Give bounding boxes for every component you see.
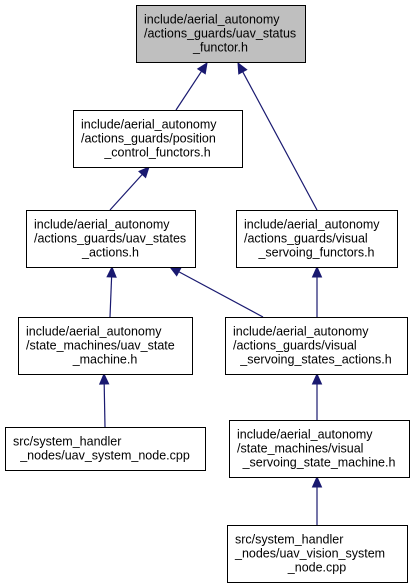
node-label-line: _control_functors.h	[103, 146, 210, 160]
nodes-layer: include/aerial_autonomy/actions_guards/u…	[5, 5, 410, 583]
arrowhead	[237, 61, 248, 75]
node-label-line: src/system_handler	[13, 435, 121, 449]
node-label-line: _servoing_state_machine.h	[242, 456, 396, 470]
node-visual-servoing-states-actions[interactable]: include/aerial_autonomy/actions_guards/v…	[225, 317, 408, 375]
node-label-line: _nodes/uav_vision_system	[234, 547, 385, 561]
edge-visual_servoing_states_actions-to-uav_states_actions	[168, 266, 264, 318]
edge-uav_vision_system_node-to-visual_servoing_state_machine	[311, 475, 323, 525]
edge-line	[178, 271, 264, 318]
node-box	[236, 210, 398, 268]
node-label-line: /state_machines/visual	[237, 442, 363, 456]
node-label-line: _node.cpp	[287, 561, 346, 575]
node-label-line: include/aerial_autonomy	[26, 325, 162, 339]
node-box	[5, 427, 206, 471]
node-box	[136, 5, 306, 63]
arrowhead	[311, 372, 323, 385]
edge-line	[109, 174, 143, 211]
node-uav-state-machine[interactable]: include/aerial_autonomy/state_machines/u…	[18, 317, 193, 375]
node-label-line: src/system_handler	[235, 533, 343, 547]
node-label-line: /actions_guards/visual	[233, 339, 357, 353]
edge-line	[103, 383, 106, 428]
node-label-line: include/aerial_autonomy	[237, 428, 373, 442]
arrowhead	[196, 61, 208, 75]
node-label-line: include/aerial_autonomy	[81, 118, 217, 132]
node-box	[18, 317, 193, 375]
node-uav-system-node[interactable]: src/system_handler_nodes/uav_system_node…	[5, 427, 206, 471]
edge-uav_system_node-to-uav_state_machine	[98, 372, 110, 428]
edge-line	[242, 71, 318, 211]
arrowhead	[311, 475, 323, 488]
arrowhead	[168, 266, 182, 277]
edge-position_control_functors-to-uav_status_functor	[175, 61, 208, 111]
arrowhead	[98, 372, 110, 385]
arrowhead	[106, 265, 117, 278]
node-label-line: /actions_guards/visual	[244, 232, 368, 246]
edge-line	[175, 71, 202, 111]
edge-visual_servoing_functors-to-uav_status_functor	[237, 61, 318, 211]
node-label-line: _servoing_states_actions.h	[239, 353, 392, 367]
node-label-line: /actions_guards/uav_states	[34, 232, 186, 246]
node-box	[227, 525, 408, 583]
node-box	[225, 317, 408, 375]
edge-uav_state_machine-to-uav_states_actions	[106, 265, 117, 318]
edge-line	[109, 276, 113, 318]
node-uav-status-functor[interactable]: include/aerial_autonomy/actions_guards/u…	[136, 5, 306, 63]
node-visual-servoing-state-machine[interactable]: include/aerial_autonomy/state_machines/v…	[229, 420, 410, 478]
node-box	[229, 420, 410, 478]
node-label-line: /state_machines/uav_state	[26, 339, 175, 353]
edge-visual_servoing_state_machine-to-visual_servoing_states_actions	[311, 372, 323, 420]
node-label-line: _actions.h	[81, 246, 139, 260]
node-label-line: _machine.h	[72, 353, 138, 367]
node-label-line: /actions_guards/uav_status	[144, 27, 296, 41]
node-label-line: include/aerial_autonomy	[144, 13, 280, 27]
edge-uav_states_actions-to-position_control_functors	[109, 166, 150, 211]
node-visual-servoing-functors[interactable]: include/aerial_autonomy/actions_guards/v…	[236, 210, 398, 268]
arrowhead	[138, 166, 150, 179]
node-box	[26, 210, 196, 268]
arrowhead	[311, 265, 323, 278]
node-label-line: _functor.h	[192, 41, 248, 55]
node-label-line: _servoing_functors.h	[257, 246, 374, 260]
node-box	[73, 110, 243, 168]
edge-visual_servoing_states_actions-to-visual_servoing_functors	[311, 265, 323, 317]
node-label-line: include/aerial_autonomy	[244, 218, 380, 232]
node-uav-vision-system-node[interactable]: src/system_handler_nodes/uav_vision_syst…	[227, 525, 408, 583]
node-label-line: _nodes/uav_system_node.cpp	[19, 449, 190, 463]
node-label-line: /actions_guards/position	[81, 132, 216, 146]
node-label-line: include/aerial_autonomy	[233, 325, 369, 339]
node-label-line: include/aerial_autonomy	[34, 218, 170, 232]
node-uav-states-actions[interactable]: include/aerial_autonomy/actions_guards/u…	[26, 210, 196, 268]
node-position-control-functors[interactable]: include/aerial_autonomy/actions_guards/p…	[73, 110, 243, 168]
